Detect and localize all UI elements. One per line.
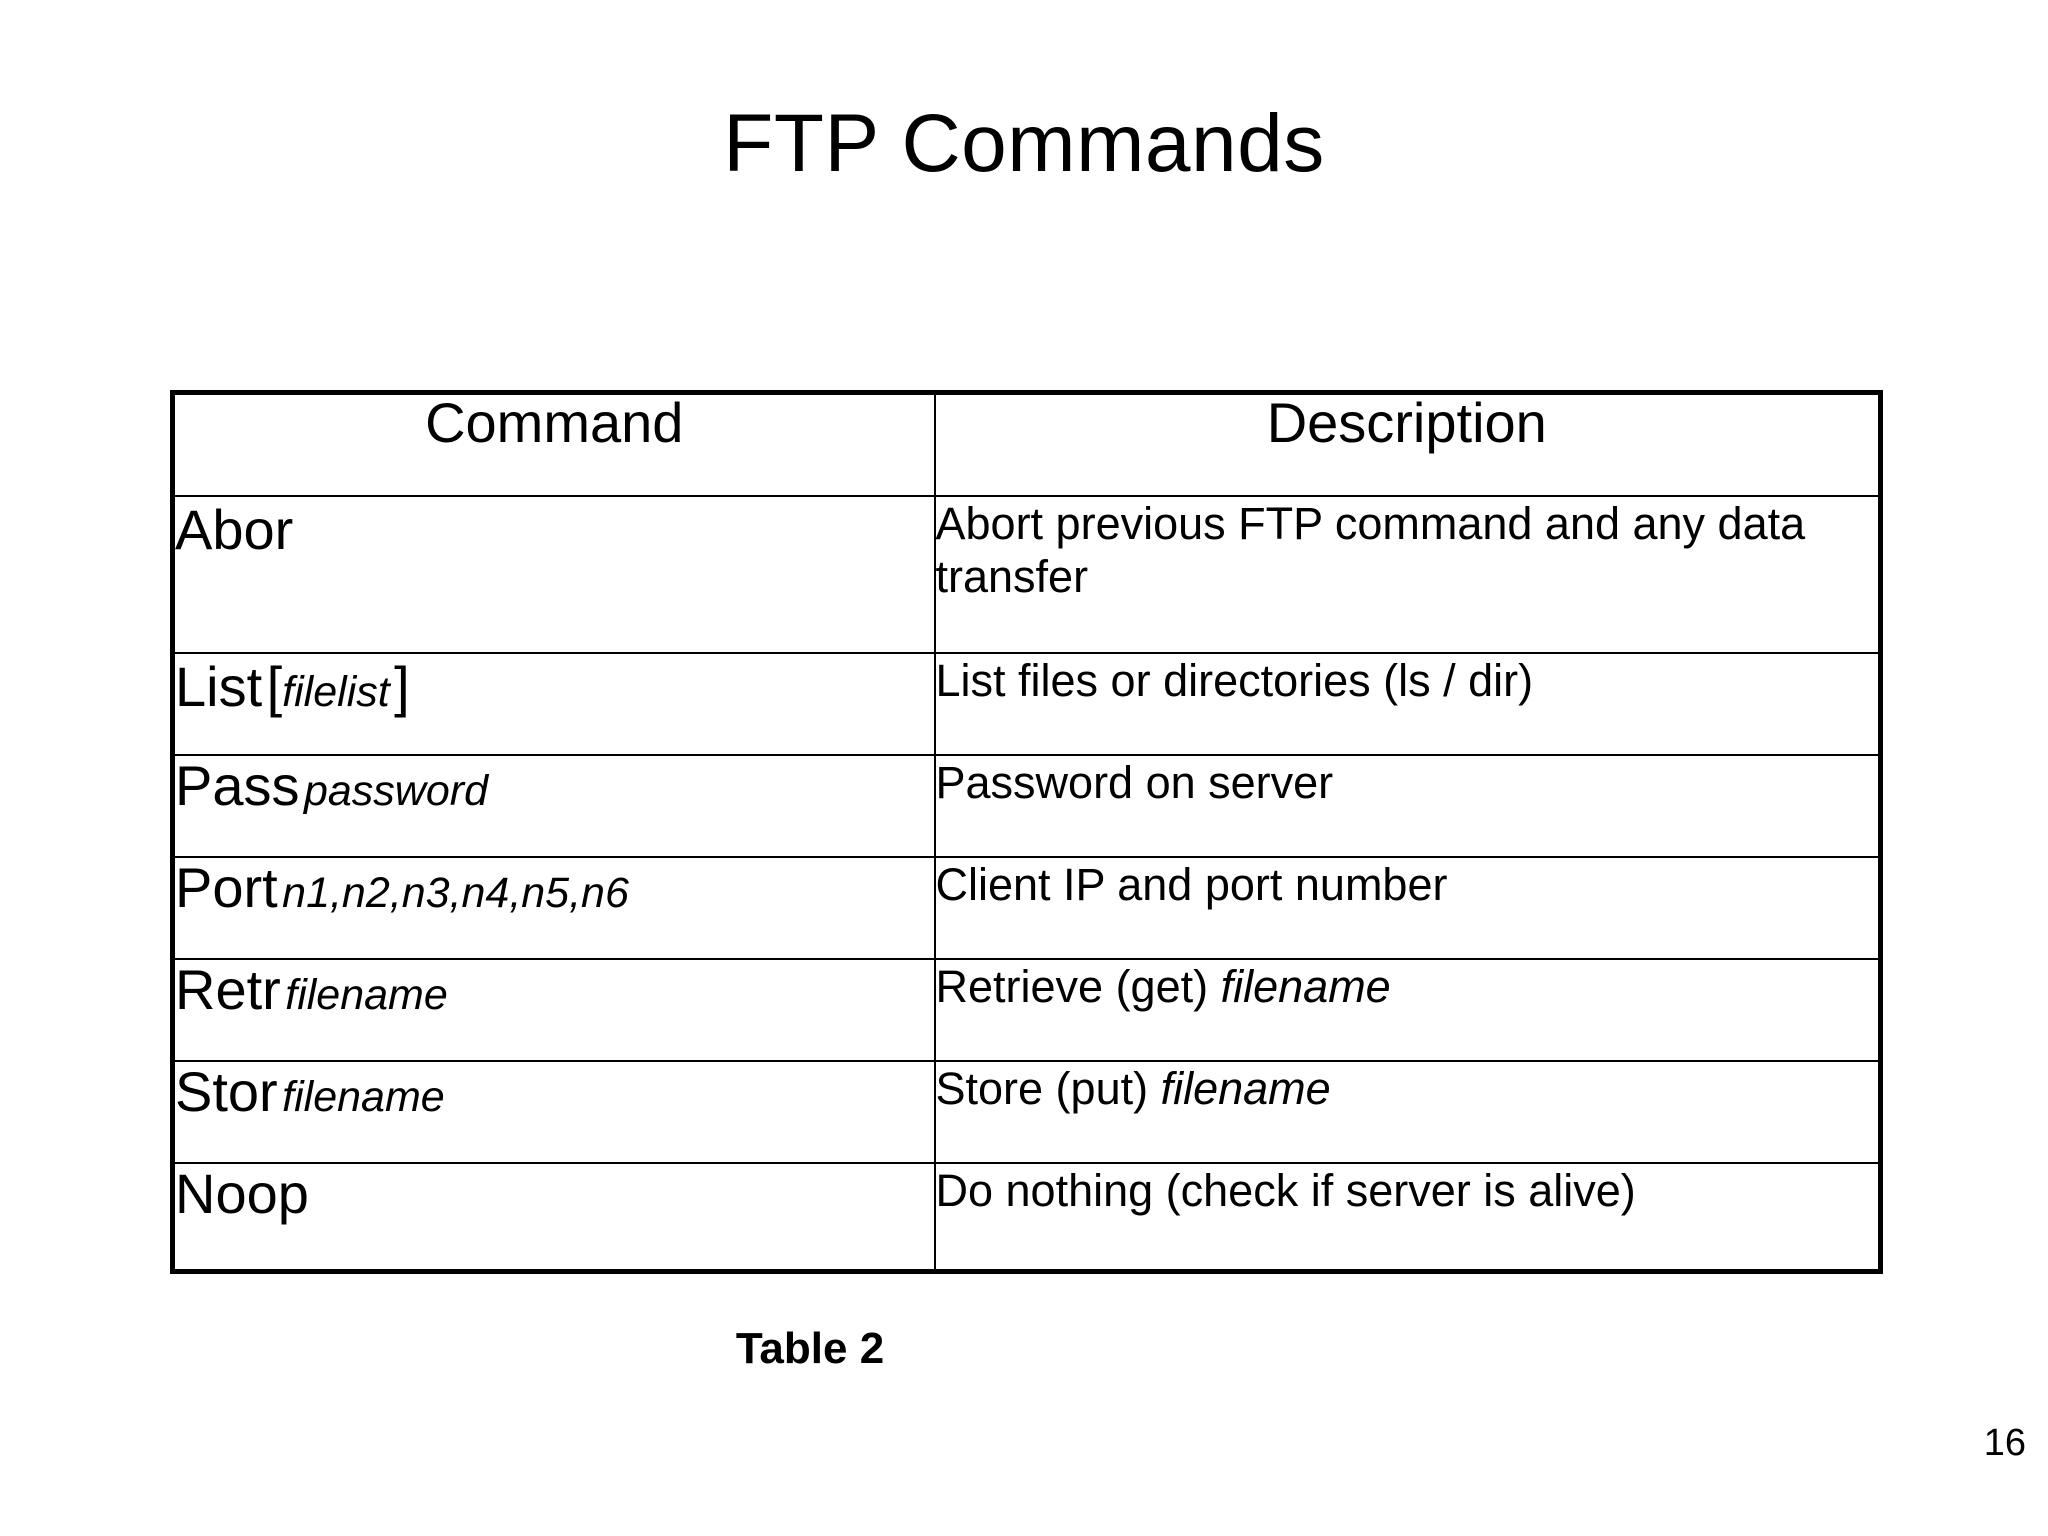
command-argument: password <box>303 767 488 815</box>
description-text: Abort previous FTP command and any data … <box>935 498 1806 603</box>
description-cell: Do nothing (check if server is alive) <box>933 1162 1882 1273</box>
table-row: Pass password Password on server <box>171 754 1882 858</box>
page-number: 16 <box>1983 1422 2026 1464</box>
column-header-command-label: Command <box>425 391 684 454</box>
table-header-row: Command Description <box>171 391 1882 497</box>
command-argument: n1,n2,n3,n4,n5,n6 <box>282 869 629 917</box>
command-cell: Port n1,n2,n3,n4,n5,n6 <box>171 856 936 960</box>
command-argument: filelist <box>282 668 390 716</box>
command-name: List <box>175 655 263 718</box>
command-cell: Retr filename <box>171 958 936 1062</box>
description-cell: Store (put) filename <box>933 1060 1882 1164</box>
description-text: Do nothing (check if server is alive) <box>935 1165 1636 1216</box>
command-argument: filename <box>282 1073 445 1121</box>
command-name: Abor <box>175 498 294 561</box>
description-emphasis: filename <box>1160 1063 1331 1114</box>
table-row: Retr filename Retrieve (get) filename <box>171 958 1882 1062</box>
table-row: List [filelist ] List files or directori… <box>171 652 1882 756</box>
command-cell: Abor <box>171 495 936 654</box>
description-cell: Abort previous FTP command and any data … <box>933 495 1882 654</box>
table-row: Noop Do nothing (check if server is aliv… <box>171 1162 1882 1273</box>
ftp-commands-table: Command Description Abor Abort previous … <box>170 390 1883 1274</box>
column-header-description: Description <box>933 391 1882 497</box>
command-cell: Noop <box>171 1162 936 1273</box>
description-text: List files or directories (ls / dir) <box>935 655 1534 706</box>
command-cell: Stor filename <box>171 1060 936 1164</box>
table-row: Stor filename Store (put) filename <box>171 1060 1882 1164</box>
command-name: Noop <box>175 1162 309 1225</box>
command-name: Port <box>175 856 278 919</box>
table-body: Abor Abort previous FTP command and any … <box>171 495 1882 1273</box>
command-close-bracket: ] <box>394 655 410 718</box>
description-cell: Retrieve (get) filename <box>933 958 1882 1062</box>
column-header-description-label: Description <box>1266 391 1547 454</box>
description-text: Client IP and port number <box>935 859 1448 910</box>
description-text: Retrieve (get) <box>935 961 1221 1012</box>
description-emphasis: filename <box>1220 961 1391 1012</box>
table-caption: Table 2 <box>735 1324 885 1373</box>
command-name: Retr <box>175 958 281 1021</box>
description-cell: Password on server <box>933 754 1882 858</box>
page-title: FTP Commands <box>723 97 1325 189</box>
column-header-command: Command <box>171 391 936 497</box>
table-row: Port n1,n2,n3,n4,n5,n6 Client IP and por… <box>171 856 1882 960</box>
command-name: Pass <box>175 754 300 817</box>
description-cell: List files or directories (ls / dir) <box>933 652 1882 756</box>
description-cell: Client IP and port number <box>933 856 1882 960</box>
command-argument: filename <box>285 971 448 1019</box>
command-cell: Pass password <box>171 754 936 858</box>
description-text: Store (put) <box>935 1063 1161 1114</box>
command-cell: List [filelist ] <box>171 652 936 756</box>
command-open-bracket: [ <box>266 655 283 718</box>
table-row: Abor Abort previous FTP command and any … <box>171 495 1882 654</box>
command-name: Stor <box>175 1060 278 1123</box>
description-text: Password on server <box>935 757 1334 808</box>
